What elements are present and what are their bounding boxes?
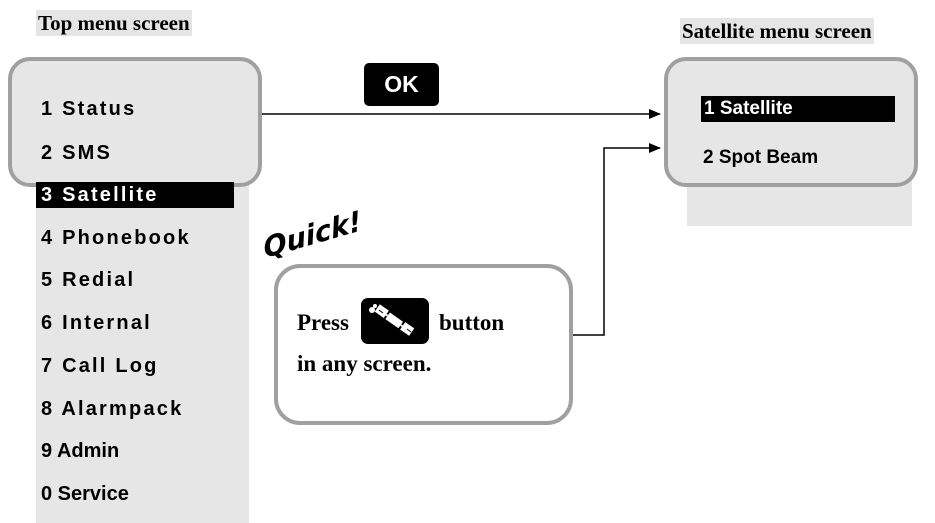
satellite-icon[interactable]	[361, 298, 429, 344]
top-menu-item-admin[interactable]: 9 Admin	[41, 440, 120, 462]
quick-press-text: Press	[297, 310, 349, 335]
ok-button[interactable]: OK	[364, 63, 439, 106]
quick-line2-text: in any screen.	[297, 351, 432, 376]
satellite-menu-bezel	[664, 57, 918, 187]
top-menu-title: Top menu screen	[36, 10, 192, 36]
top-menu-item-status[interactable]: 1 Status	[41, 98, 137, 120]
quick-button-text: button	[439, 310, 505, 335]
satellite-menu-title: Satellite menu screen	[680, 18, 874, 44]
top-menu-item-satellite[interactable]: 3 Satellite	[36, 182, 234, 208]
satellite-menu-item-spot-beam[interactable]: 2 Spot Beam	[703, 147, 819, 168]
top-menu-item-call-log[interactable]: 7 Call Log	[41, 355, 159, 377]
top-menu-item-sms[interactable]: 2 SMS	[41, 142, 113, 164]
top-menu-item-redial[interactable]: 5 Redial	[41, 269, 136, 291]
top-menu-item-service[interactable]: 0 Service	[41, 483, 129, 505]
top-menu-item-phonebook[interactable]: 4 Phonebook	[41, 227, 191, 249]
quick-arrow	[571, 143, 661, 336]
top-menu-item-alarmpack[interactable]: 8 Alarmpack	[41, 398, 184, 420]
top-menu-item-internal[interactable]: 6 Internal	[41, 312, 152, 334]
satellite-menu-item-satellite[interactable]: 1 Satellite	[701, 96, 895, 122]
quick-tip-box	[274, 264, 573, 425]
